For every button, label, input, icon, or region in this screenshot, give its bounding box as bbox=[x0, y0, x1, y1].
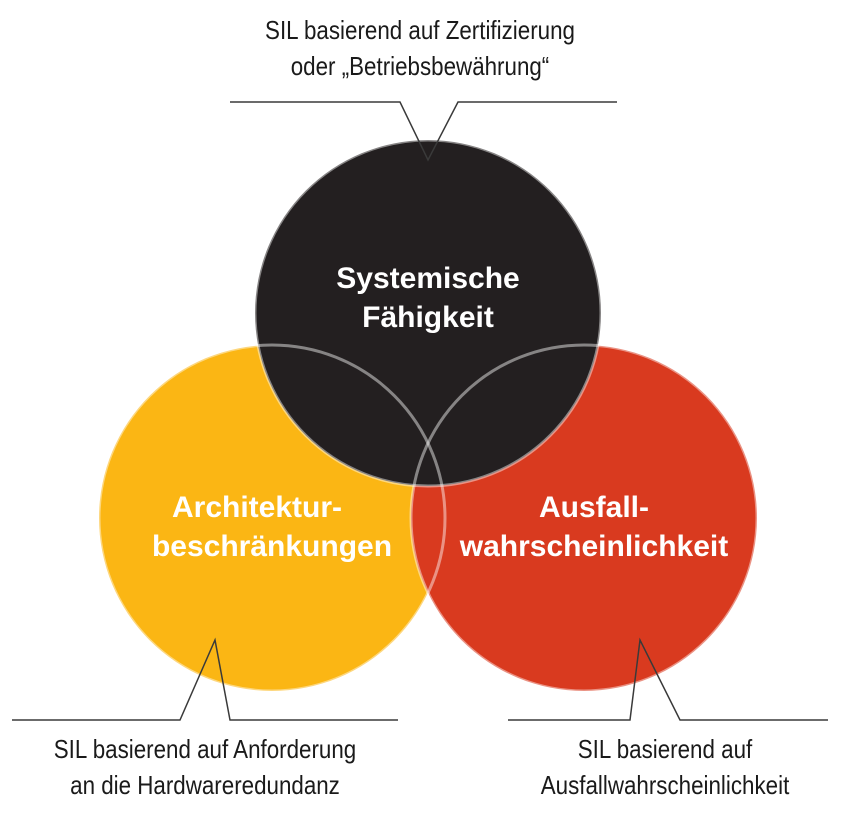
callout-failure-probability-line1: SIL basierend auf bbox=[577, 734, 753, 764]
circle-outline-top bbox=[253, 138, 603, 488]
callout-failure-probability: SIL basierend auf Ausfallwahrscheinlichk… bbox=[497, 731, 832, 803]
callout-hardware-redundancy-line1: SIL basierend auf Anforderung bbox=[53, 734, 357, 764]
callout-failure-probability-line2: Ausfallwahrscheinlichkeit bbox=[540, 770, 790, 800]
label-failure-probability-line2: wahrscheinlichkeit bbox=[459, 530, 728, 563]
label-architecture-constraints-line1: Architektur- bbox=[172, 491, 342, 524]
label-architecture-constraints-line2: beschränkungen bbox=[152, 530, 392, 563]
callout-pointer-right bbox=[508, 637, 828, 721]
callout-certification: SIL basierend auf Zertifizierung oder „B… bbox=[214, 12, 627, 84]
circle-systematic-capability bbox=[255, 140, 601, 486]
callout-hardware-redundancy-line2: an die Hardwareredundanz bbox=[70, 770, 340, 800]
callout-pointer-left bbox=[12, 637, 398, 721]
label-systematic-capability-line1: Systemische bbox=[336, 262, 519, 295]
label-systematic-capability-line2: Fähigkeit bbox=[362, 301, 494, 334]
circle-outline-left bbox=[97, 343, 447, 693]
callout-certification-line2: oder „Betriebsbewährung“ bbox=[290, 51, 550, 81]
callout-hardware-redundancy: SIL basierend auf Anforderung an die Har… bbox=[29, 731, 382, 803]
callout-certification-line1: SIL basierend auf Zertifizierung bbox=[265, 15, 575, 45]
label-failure-probability-line1: Ausfall- bbox=[539, 491, 649, 524]
circle-outline-right bbox=[409, 343, 759, 693]
callout-pointer-top bbox=[230, 101, 617, 162]
